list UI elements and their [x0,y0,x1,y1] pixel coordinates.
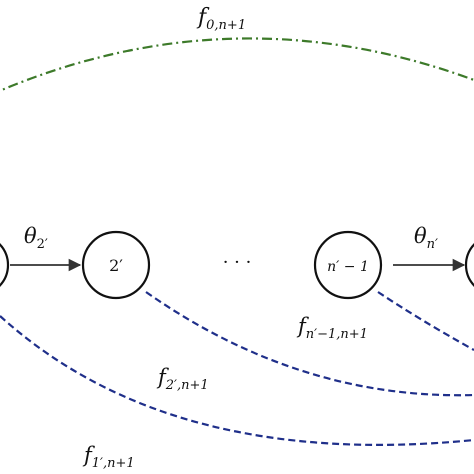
label-f-0-n-plus-1: f0,n+1 [196,5,246,33]
node-2prime: 2′ [81,230,151,300]
label-f-nprime-minus-1-n-plus-1: fn′−1,n+1 [296,314,368,342]
ellipsis: · · · [223,252,252,273]
node-nprime-minus-1: n′ − 1 [313,230,383,300]
label-f-1prime-n-plus-1: f1′,n+1 [82,443,135,471]
node-nprime-minus-1-label: n′ − 1 [327,259,369,275]
label-f-2prime-n-plus-1: f2′,n+1 [156,365,209,393]
node-2prime-label: 2′ [109,256,123,275]
label-theta-nprime: θn′ [414,224,438,252]
edge-f-1prime-n-plus-1 [0,315,474,446]
node-nprime-partial [464,243,474,287]
edge-f-2prime-n-plus-1 [145,291,474,397]
node-1prime-partial [0,243,10,287]
label-theta-2prime: θ2′ [24,224,48,252]
edge-f-0-n-plus-1 [0,37,474,92]
edge-f-nprime-minus-1-n-plus-1 [377,291,474,351]
